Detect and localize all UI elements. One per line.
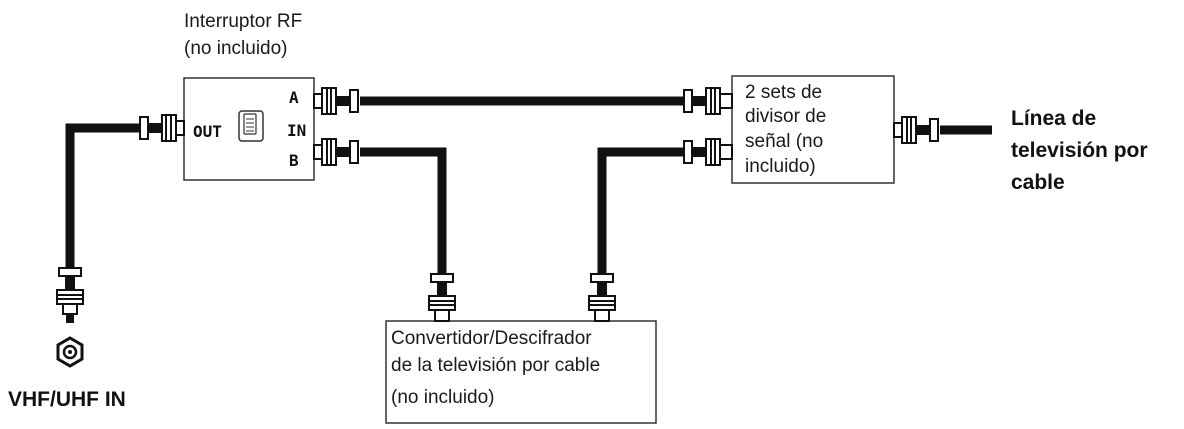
- switch-toggle-icon[interactable]: [238, 110, 264, 142]
- converter-label-line2: de la televisión por cable: [391, 355, 600, 376]
- splitter-label-line4: incluido): [745, 156, 816, 177]
- connector-splitter-top: [683, 87, 733, 115]
- cable-line-label-line2: televisión por: [1011, 139, 1148, 162]
- connector-splitter-right: [893, 116, 939, 144]
- vhf-uhf-in-label: VHF/UHF IN: [8, 388, 126, 411]
- cable-switch-b-to-converter: [360, 147, 447, 276]
- connector-switch-b: [313, 138, 359, 166]
- port-in-label: IN: [287, 121, 306, 140]
- port-out-label: OUT: [193, 122, 222, 141]
- port-b-label: B: [289, 151, 299, 170]
- cable-line-label-line1: Línea de: [1011, 107, 1096, 130]
- connector-switch-a: [313, 87, 359, 115]
- connector-splitter-bottom: [683, 138, 733, 166]
- cable-vhf-to-switch-out: [65, 123, 140, 270]
- vhf-connector-plug: [56, 267, 84, 323]
- splitter-box: [731, 75, 895, 184]
- connector-converter-left: [428, 273, 456, 322]
- cable-line-label-line3: cable: [1011, 171, 1065, 194]
- splitter-label-line1: 2 sets de: [745, 82, 822, 103]
- connector-switch-out: [139, 114, 185, 142]
- cable-splitter-to-converter: [597, 147, 688, 276]
- vhf-input-jack-icon: [56, 336, 84, 368]
- connector-converter-right: [588, 273, 616, 322]
- rf-switch-title-line2: (no incluido): [184, 38, 288, 59]
- splitter-label-line2: divisor de: [745, 106, 826, 127]
- port-a-label: A: [289, 88, 299, 107]
- rf-switch-title-line1: Interruptor RF: [184, 11, 302, 32]
- splitter-label-line3: señal (no: [745, 131, 823, 152]
- converter-label-line3: (no incluido): [391, 387, 495, 408]
- converter-box: [385, 320, 657, 424]
- converter-label-line1: Convertidor/Descifrador: [391, 328, 592, 349]
